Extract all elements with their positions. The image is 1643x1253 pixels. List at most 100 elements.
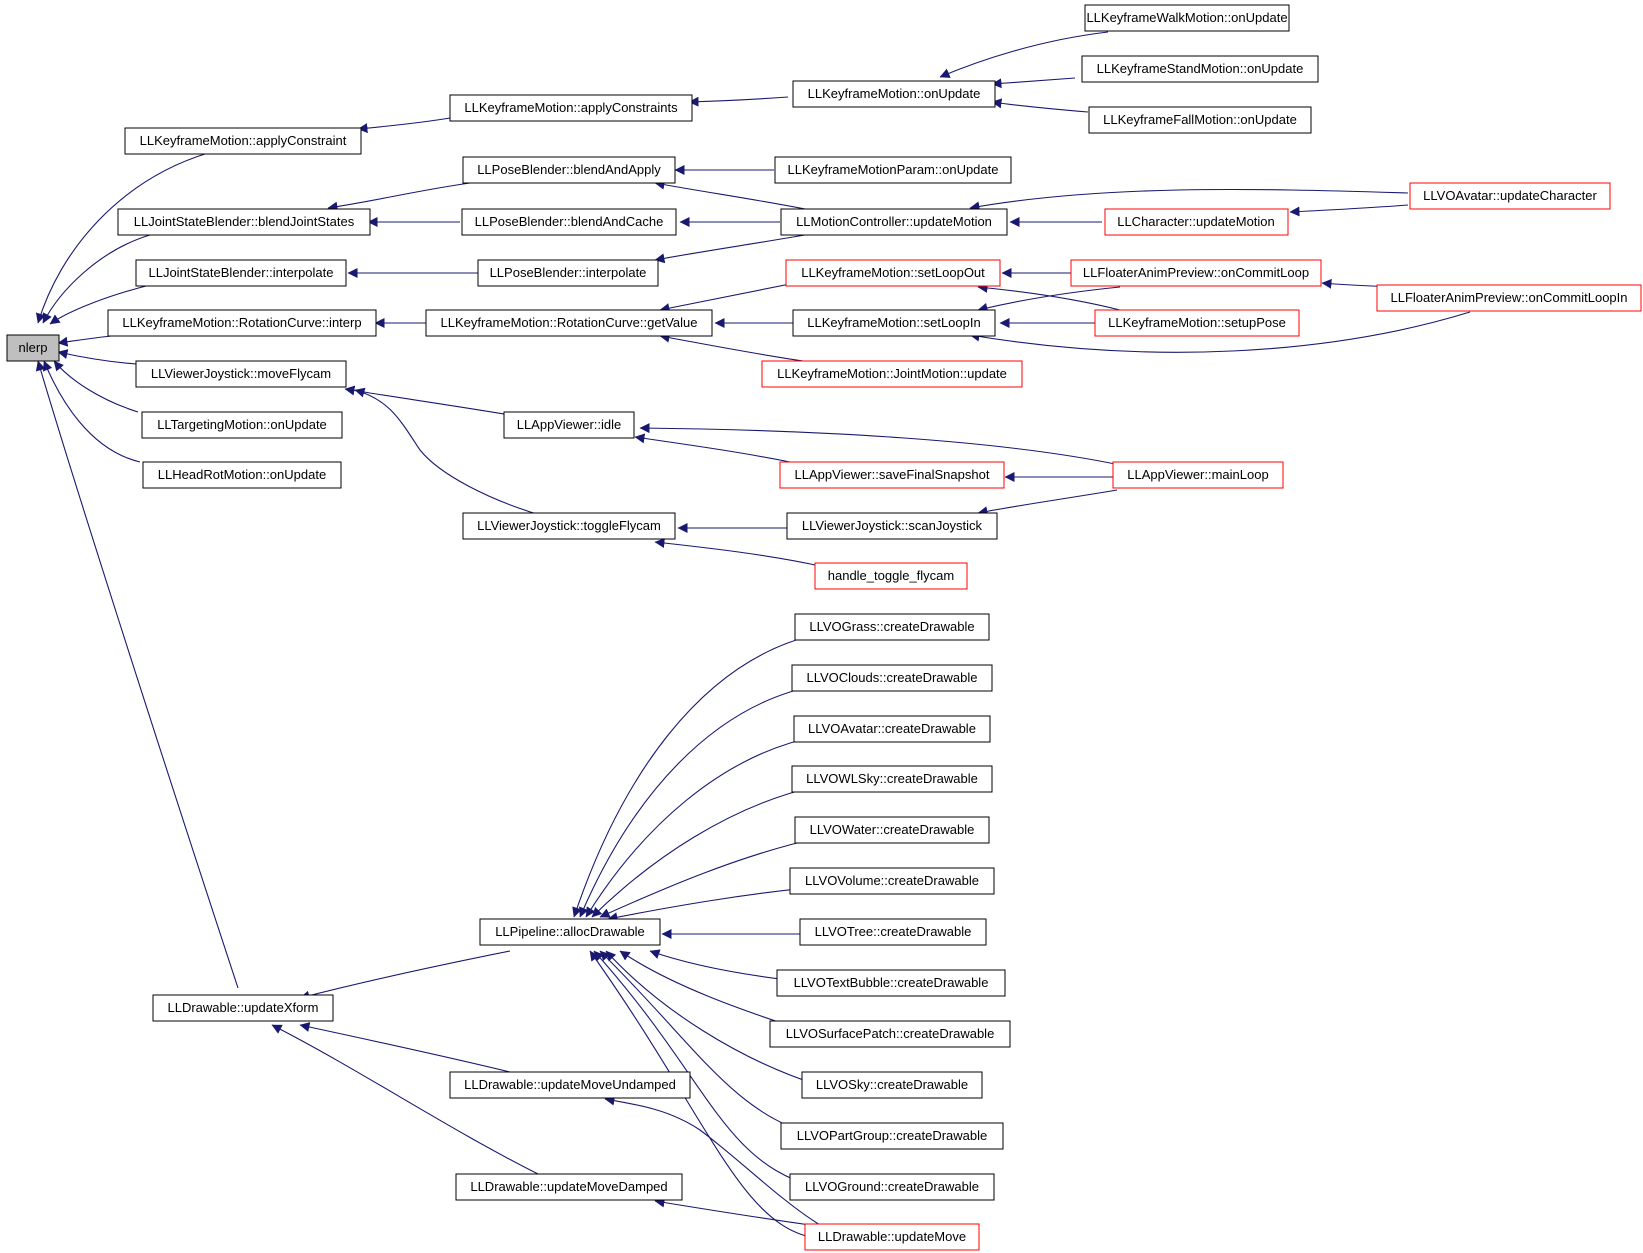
node-label: LLVOClouds::createDrawable [806, 670, 977, 685]
node-label: LLTargetingMotion::onUpdate [157, 417, 327, 432]
node-av-mainLoop[interactable]: LLAppViewer::mainLoop [1112, 461, 1284, 489]
node-label: LLVOSurfacePatch::createDrawable [786, 1026, 995, 1041]
node-kmp-onUpdate[interactable]: LLKeyframeMotionParam::onUpdate [774, 156, 1012, 184]
node-votb-cd[interactable]: LLVOTextBubble::createDrawable [776, 969, 1006, 997]
node-km-rc-interp[interactable]: LLKeyframeMotion::RotationCurve::interp [107, 309, 377, 337]
node-label: LLVOSky::createDrawable [816, 1077, 968, 1092]
node-jsb-interpolate[interactable]: LLJointStateBlender::interpolate [135, 259, 347, 287]
node-km-setLoopOut[interactable]: LLKeyframeMotion::setLoopOut [785, 259, 1001, 287]
edge-updateCharacter-to-charUpdateMotion [1289, 204, 1409, 217]
edge-vog-to-allocDrawable [572, 633, 819, 918]
edge-blendJointStates-to-nlerp [42, 234, 151, 324]
node-fap-onCommitLoop[interactable]: LLFloaterAnimPreview::onCommitLoop [1070, 259, 1322, 287]
nodes: nlerp LLKeyframeMotion::applyConstraint … [6, 4, 1642, 1251]
node-tm-onUpdate[interactable]: LLTargetingMotion::onUpdate [141, 411, 343, 439]
node-label: LLAppViewer::mainLoop [1127, 467, 1268, 482]
node-voc-cd[interactable]: LLVOClouds::createDrawable [791, 664, 993, 692]
node-av-saveFinalSnapshot[interactable]: LLAppViewer::saveFinalSnapshot [779, 461, 1005, 489]
edge-jmUpdate-to-getValue [659, 332, 811, 363]
node-pb-interpolate[interactable]: LLPoseBlender::interpolate [477, 259, 659, 287]
node-label: LLVOAvatar::updateCharacter [1423, 188, 1597, 203]
edge-updateXform-to-nlerp [35, 360, 239, 989]
node-pb-blendAndCache[interactable]: LLPoseBlender::blendAndCache [461, 208, 677, 236]
node-dr-updateMove[interactable]: LLDrawable::updateMove [804, 1223, 980, 1251]
node-label: LLVOTextBubble::createDrawable [794, 975, 989, 990]
edge-vogr-to-allocDrawable [593, 950, 816, 1188]
node-label: LLKeyframeMotion::RotationCurve::getValu… [440, 315, 697, 330]
edges [35, 31, 1471, 1239]
node-label: LLFloaterAnimPreview::onCommitLoopIn [1391, 290, 1628, 305]
node-vosp-cd[interactable]: LLVOSurfacePatch::createDrawable [769, 1020, 1011, 1048]
node-voa-updateCharacter[interactable]: LLVOAvatar::updateCharacter [1409, 182, 1611, 210]
node-hrm-onUpdate[interactable]: LLHeadRotMotion::onUpdate [142, 461, 342, 489]
edge-voa-to-allocDrawable [585, 735, 819, 918]
edge-updateMove-to-updateMoveUndamped [604, 1095, 821, 1226]
node-vj-toggleFlycam[interactable]: LLViewerJoystick::toggleFlycam [462, 512, 676, 540]
node-label: LLVOTree::createDrawable [815, 924, 972, 939]
node-vog-cd[interactable]: LLVOGrass::createDrawable [794, 613, 990, 641]
edge-targetingMotion-to-nlerp [53, 360, 139, 413]
edge-updateMoveUndamped-to-updateXform [299, 1022, 511, 1073]
node-handle-toggle-flycam[interactable]: handle_toggle_flycam [814, 562, 968, 590]
node-vogr-cd[interactable]: LLVOGround::createDrawable [789, 1173, 995, 1201]
node-label: LLViewerJoystick::moveFlycam [151, 366, 331, 381]
edge-applyConstraint-to-nlerp [35, 152, 209, 324]
node-char-updateMotion[interactable]: LLCharacter::updateMotion [1104, 208, 1289, 236]
node-kwm-onUpdate[interactable]: LLKeyframeWalkMotion::onUpdate [1084, 4, 1290, 32]
edge-allocDrawable-to-updateXform [299, 950, 511, 1001]
node-label: LLKeyframeMotionParam::onUpdate [787, 162, 998, 177]
node-label: LLVOVolume::createDrawable [805, 873, 979, 888]
edge-onUpdate-to-applyConstraints [688, 96, 789, 107]
node-label: LLViewerJoystick::toggleFlycam [477, 518, 661, 533]
node-km-applyConstraint[interactable]: LLKeyframeMotion::applyConstraint [124, 127, 362, 155]
node-km-setLoopIn[interactable]: LLKeyframeMotion::setLoopIn [792, 309, 996, 337]
edge-fall-to-onUpdate [991, 98, 1089, 113]
node-label: LLKeyframeWalkMotion::onUpdate [1086, 10, 1287, 25]
node-vot-cd[interactable]: LLVOTree::createDrawable [799, 918, 987, 946]
node-dr-updateXform[interactable]: LLDrawable::updateXform [152, 994, 334, 1022]
node-ksm-onUpdate[interactable]: LLKeyframeStandMotion::onUpdate [1081, 55, 1319, 83]
node-vopg-cd[interactable]: LLVOPartGroup::createDrawable [780, 1122, 1004, 1150]
node-label: LLVOGrass::createDrawable [809, 619, 974, 634]
node-label: LLPipeline::allocDrawable [495, 924, 645, 939]
node-dr-updateMoveDamped[interactable]: LLDrawable::updateMoveDamped [455, 1173, 683, 1201]
node-label: LLDrawable::updateXform [167, 1000, 318, 1015]
node-mc-updateMotion[interactable]: LLMotionController::updateMotion [780, 208, 1008, 236]
node-km-onUpdate[interactable]: LLKeyframeMotion::onUpdate [792, 80, 996, 108]
node-vov-cd[interactable]: LLVOVolume::createDrawable [789, 867, 995, 895]
edge-voc-to-allocDrawable [579, 684, 819, 918]
node-label: LLViewerJoystick::scanJoystick [802, 518, 983, 533]
node-vow-cd[interactable]: LLVOWater::createDrawable [794, 816, 990, 844]
edge-setLoopOut-to-getValue [659, 281, 801, 314]
edge-updateMoveDamped-to-updateXform [271, 1024, 541, 1176]
node-label: LLVOGround::createDrawable [805, 1179, 979, 1194]
node-label: LLDrawable::updateMoveDamped [470, 1179, 667, 1194]
edge-updateMotion-to-poseInterpolate [654, 233, 811, 264]
node-pb-blendAndApply[interactable]: LLPoseBlender::blendAndApply [462, 156, 676, 184]
node-jsb-blendJointStates[interactable]: LLJointStateBlender::blendJointStates [117, 208, 371, 236]
node-label: LLKeyframeStandMotion::onUpdate [1097, 61, 1304, 76]
node-vos-cd[interactable]: LLVOSky::createDrawable [801, 1071, 983, 1099]
node-fap-onCommitLoopIn[interactable]: LLFloaterAnimPreview::onCommitLoopIn [1376, 284, 1642, 312]
node-voa-cd[interactable]: LLVOAvatar::createDrawable [793, 715, 991, 743]
node-dr-updateMoveUndamped[interactable]: LLDrawable::updateMoveUndamped [449, 1071, 691, 1099]
edge-moveFlycam-to-nlerp [57, 349, 137, 365]
node-label: LLVOPartGroup::createDrawable [797, 1128, 988, 1143]
node-label: LLCharacter::updateMotion [1117, 214, 1275, 229]
node-km-jm-update[interactable]: LLKeyframeMotion::JointMotion::update [761, 360, 1023, 388]
node-vj-moveFlycam[interactable]: LLViewerJoystick::moveFlycam [135, 360, 347, 388]
node-km-applyConstraints[interactable]: LLKeyframeMotion::applyConstraints [449, 94, 693, 122]
node-label: LLJointStateBlender::interpolate [148, 265, 333, 280]
node-vj-scanJoystick[interactable]: LLViewerJoystick::scanJoystick [786, 512, 998, 540]
edge-updateCharacter-to-updateMotion [969, 188, 1409, 212]
node-label: LLJointStateBlender::blendJointStates [134, 214, 355, 229]
node-label: LLPoseBlender::blendAndCache [475, 214, 664, 229]
edge-updateMove-to-allocDrawable [589, 950, 816, 1239]
node-av-idle[interactable]: LLAppViewer::idle [503, 411, 635, 439]
node-km-setupPose[interactable]: LLKeyframeMotion::setupPose [1094, 309, 1300, 337]
node-vowl-cd[interactable]: LLVOWLSky::createDrawable [791, 765, 993, 793]
node-nlerp[interactable]: nlerp [6, 334, 60, 362]
node-km-rc-getValue[interactable]: LLKeyframeMotion::RotationCurve::getValu… [425, 309, 713, 337]
node-kfm-onUpdate[interactable]: LLKeyframeFallMotion::onUpdate [1088, 106, 1312, 134]
node-pl-allocDrawable[interactable]: LLPipeline::allocDrawable [479, 918, 661, 946]
